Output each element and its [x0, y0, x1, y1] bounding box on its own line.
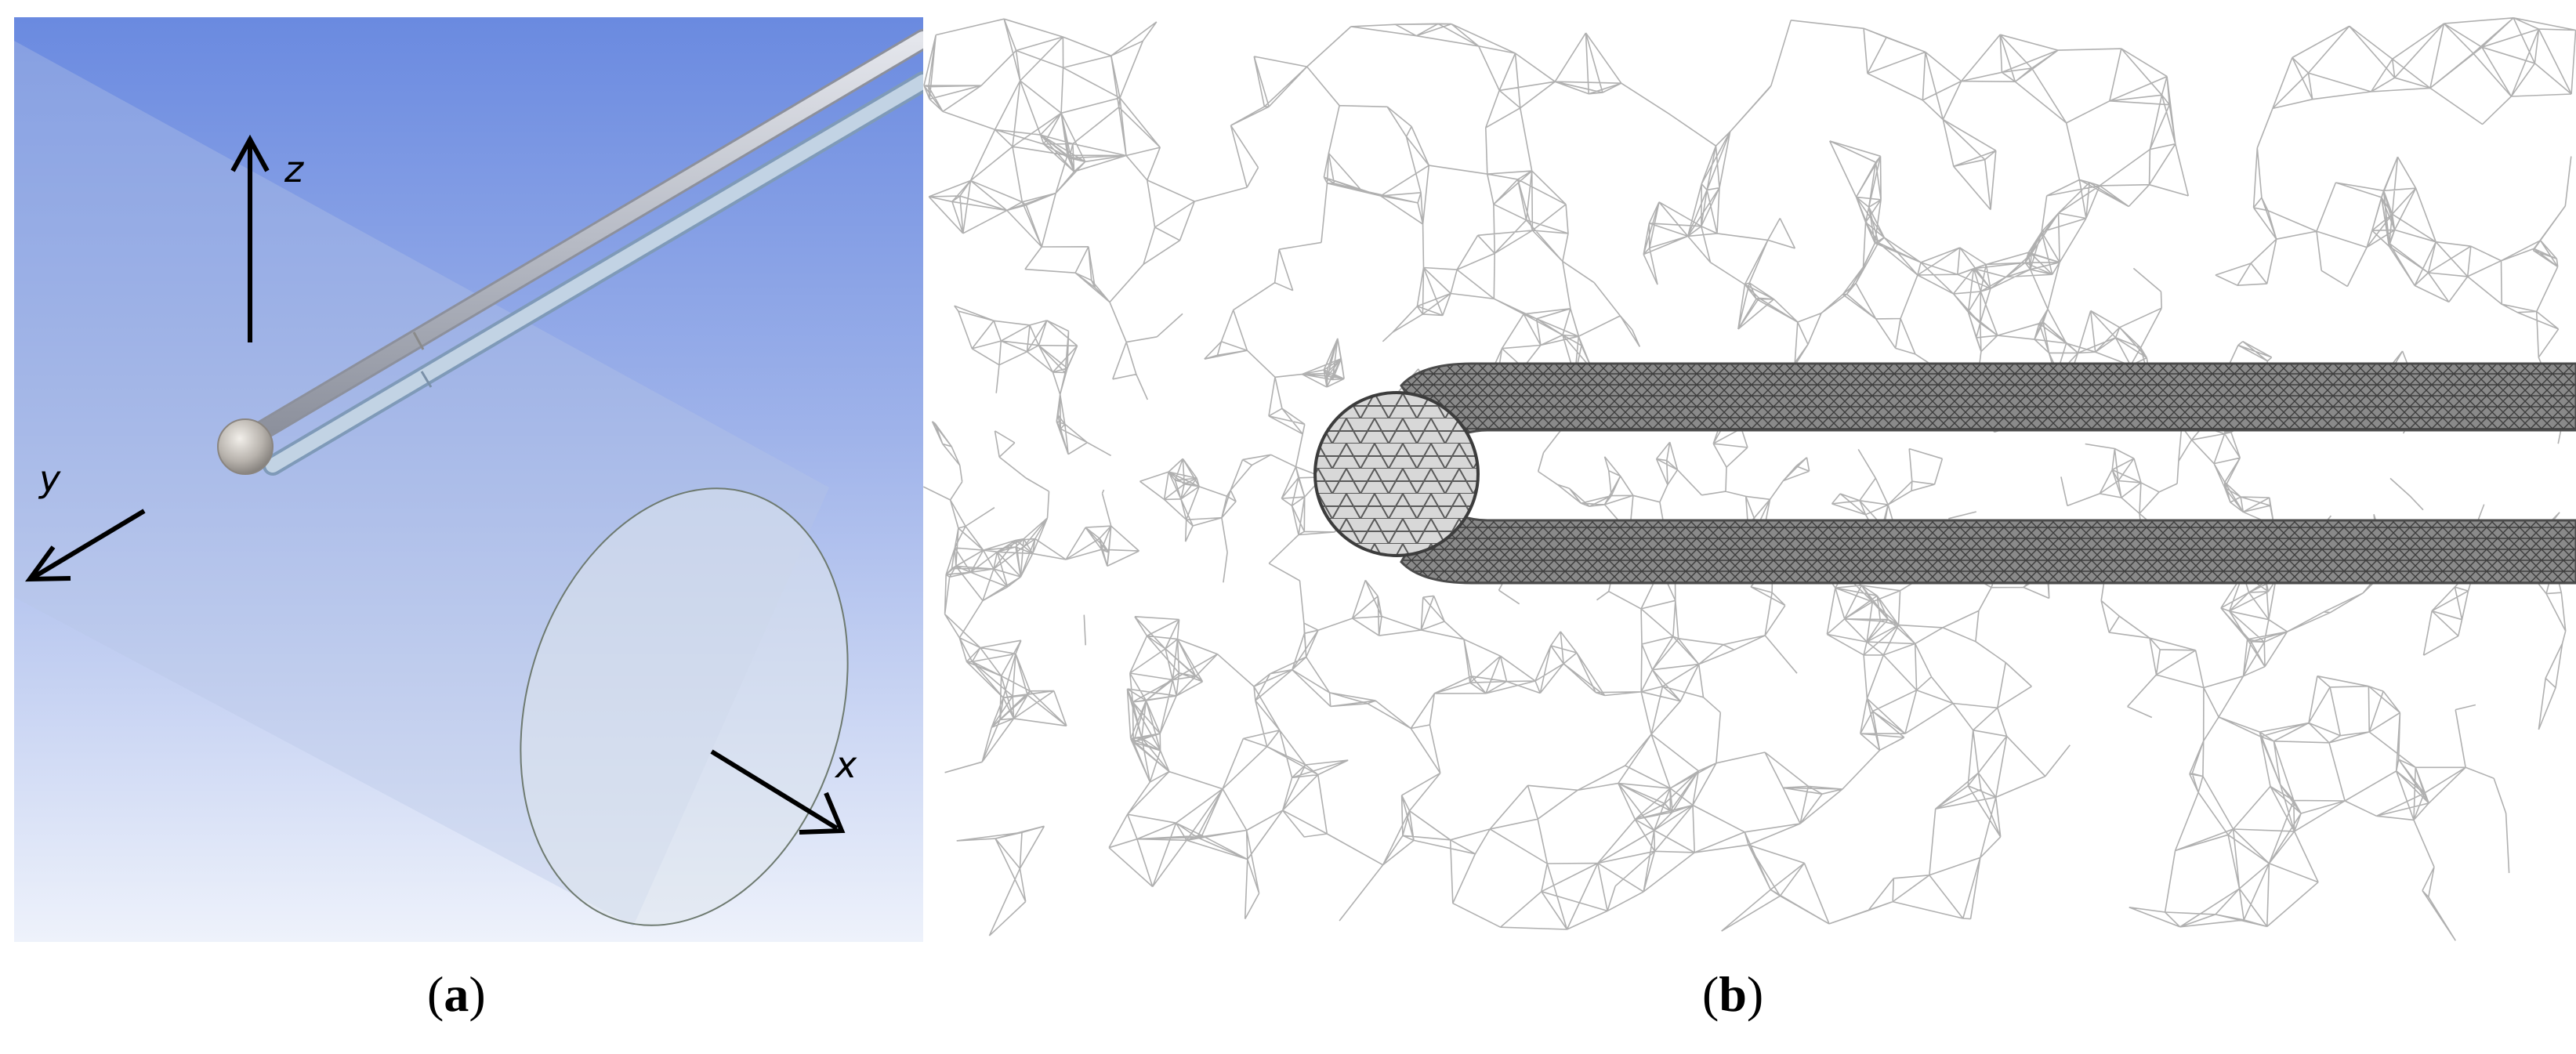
probe-mesh: [1313, 362, 2576, 585]
geometry-view-panel: z y x: [14, 17, 923, 942]
axis-z-label: z: [284, 148, 304, 190]
caption-b: (b): [1702, 966, 1764, 1022]
mesh-view-panel: [923, 17, 2576, 942]
cylinder-end-face: [520, 487, 849, 926]
probe-rods: [248, 29, 923, 476]
axis-z: [230, 134, 270, 342]
geometry-view-canvas: z y x: [14, 17, 923, 942]
axis-y: [25, 509, 146, 582]
probe-sphere: [217, 418, 274, 475]
axis-x-label: x: [834, 744, 857, 786]
axis-x: [710, 749, 846, 835]
mesh-background: [923, 17, 2576, 942]
sphere-mesh: [1313, 391, 1480, 557]
axis-y-label: y: [38, 458, 61, 500]
mesh-view-canvas: [923, 17, 2576, 942]
caption-a: (a): [427, 966, 486, 1022]
